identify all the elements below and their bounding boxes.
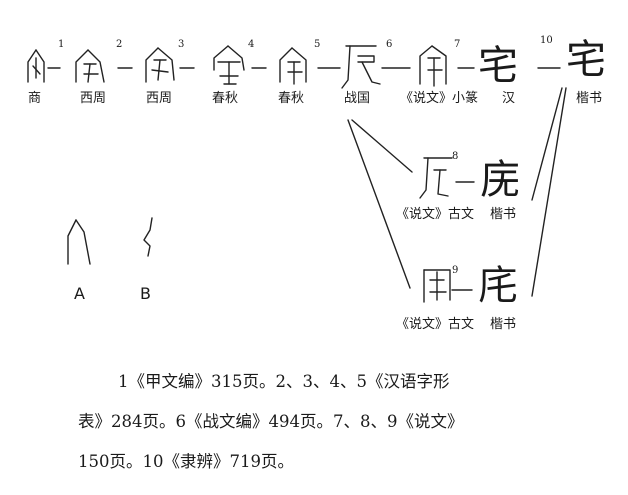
glyph-8-ancient-script [419, 157, 453, 199]
label-spring-autumn-1: 春秋 [212, 91, 239, 106]
num-3: 3 [178, 39, 185, 50]
glyph-10-kaishu: 宅 [566, 37, 606, 83]
sample-b-glyph [143, 217, 153, 257]
glyph-1-oracle [27, 49, 45, 83]
num-8: 8 [452, 151, 459, 162]
num-7: 7 [454, 39, 461, 50]
glyph-3-bronze [145, 47, 175, 83]
label-shang: 商 [28, 91, 42, 106]
notes-line-1: 1《甲文编》315页。2、3、4、5《汉语字形 [118, 372, 450, 391]
num-9: 9 [452, 265, 459, 276]
num-5: 5 [314, 39, 321, 50]
label-western-zhou-1: 西周 [80, 91, 107, 106]
label-han: 汉 [502, 91, 516, 106]
label-shuowen-small-seal: 《说文》小篆 [400, 91, 479, 106]
num-4: 4 [248, 39, 255, 50]
sample-a-label: A [74, 284, 85, 303]
branch-line-d [531, 87, 567, 297]
glyph-6-warring-states [341, 45, 381, 89]
notes-line-3: 150页。10《隶辨》719页。 [78, 452, 294, 471]
label-warring-states: 战国 [344, 91, 371, 106]
label-branch-two-kaishu: 楷书 [490, 317, 517, 332]
num-10: 10 [540, 35, 553, 46]
glyph-5-bronze [279, 47, 307, 85]
glyph-9-ancient-script [423, 269, 451, 303]
num-2: 2 [116, 39, 123, 50]
glyph-4-bronze [213, 45, 245, 85]
label-western-zhou-2: 西周 [146, 91, 173, 106]
label-branch-one-ancient: 《说文》古文 [396, 207, 475, 222]
branch-line-c [531, 87, 563, 201]
label-branch-two-ancient: 《说文》古文 [396, 317, 475, 332]
sample-b-label: B [140, 284, 151, 303]
glyph-branch-two-kaishu: 㡯 [478, 263, 518, 309]
glyph-7-seal [419, 45, 447, 87]
notes-line-2: 表》284页。6《战文编》494页。7、8、9《说文》 [78, 412, 464, 431]
glyph-branch-one-kaishu: 庑 [480, 157, 520, 203]
label-kaishu-top: 楷书 [576, 91, 603, 106]
branch-line-b [347, 119, 411, 289]
label-spring-autumn-2: 春秋 [278, 91, 305, 106]
label-branch-one-kaishu: 楷书 [490, 207, 517, 222]
sample-a-glyph [67, 219, 91, 265]
glyph-han: 宅 [478, 43, 518, 89]
glyph-2-bronze [75, 49, 105, 83]
num-1: 1 [58, 39, 65, 50]
num-6: 6 [386, 39, 393, 50]
branch-line-a [351, 119, 413, 173]
